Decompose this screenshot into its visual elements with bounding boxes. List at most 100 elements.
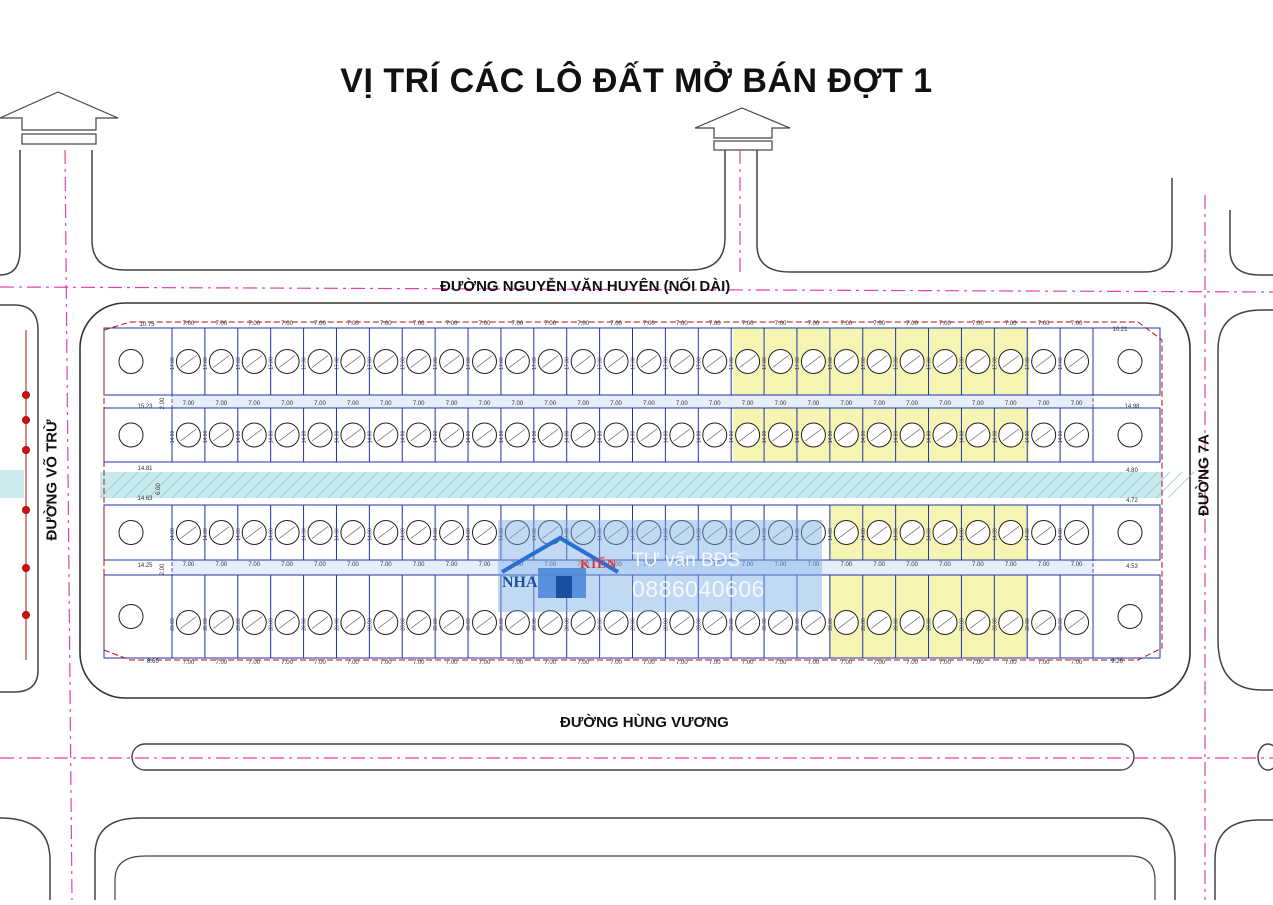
lot-marker-mark: [509, 526, 526, 539]
lot-depth-label: 14.00: [894, 528, 900, 541]
lot-width-label: 7.00: [215, 660, 227, 666]
lot-marker-mark: [509, 428, 526, 442]
lot-width-label: 7.00: [742, 562, 754, 568]
lot-marker-mark: [673, 355, 691, 368]
lot-marker-mark: [969, 616, 987, 629]
lot-width-label: 7.00: [1071, 321, 1083, 327]
lot-width-label: 7.00: [1038, 660, 1050, 666]
lot-depth-label: 14.00: [499, 528, 505, 541]
lot-depth-label: 14.00: [696, 528, 702, 541]
lot-depth-label: 14.00: [795, 431, 801, 444]
lot-depth-label: 14.00: [302, 528, 308, 541]
lot-marker-mark: [772, 616, 789, 629]
strip-hatch: [543, 471, 571, 499]
lot-marker-mark: [377, 616, 394, 629]
lot-width-label: 7.00: [577, 562, 589, 568]
lot-depth-label: 14.00: [302, 431, 308, 444]
strip-hatch: [1143, 471, 1171, 499]
lot-marker-mark: [607, 616, 625, 629]
lot-width-label: 7.00: [577, 401, 589, 407]
north-arrow-left: [0, 91, 119, 131]
lot-marker-mark: [311, 355, 329, 368]
lot-width-label: 7.00: [1071, 660, 1083, 666]
lot-marker-mark: [311, 526, 329, 539]
watermark-brand: KIẾN: [580, 556, 618, 571]
edge-dim-left: 14.63: [137, 496, 153, 502]
edge-dim-right: 14.98: [1124, 404, 1140, 410]
block-bottom: [0, 817, 51, 900]
lot-width-label: 7.00: [281, 321, 293, 327]
lot-depth-label: 14.00: [565, 528, 571, 541]
strip-hatch: [879, 471, 907, 499]
lot-marker-mark: [903, 355, 921, 368]
lot-width-label: 7.00: [610, 401, 622, 407]
lot-width-label: 7.00: [314, 660, 326, 666]
lot-width-label: 7.00: [939, 660, 951, 666]
lot-width-label: 7.00: [479, 401, 491, 407]
edge-dim-left: 14.81: [137, 466, 153, 472]
strip-hatch: [759, 471, 787, 499]
strip-hatch: [1059, 471, 1087, 499]
strip-hatch: [579, 471, 607, 499]
lot-marker-mark: [476, 526, 493, 539]
median-hung-vuong: [131, 743, 1135, 771]
lot-depth-label: 14.00: [959, 528, 965, 541]
lot-depth-label: 20.00: [367, 618, 373, 631]
edge-dim-bottom-right: 9.26: [1111, 659, 1123, 665]
lot-width-label: 7.00: [808, 321, 820, 327]
lot-marker-mark: [311, 428, 329, 442]
lot-depth-label: 17.00: [992, 357, 998, 370]
lot-marker-mark: [936, 355, 954, 368]
strip-hatch: [339, 471, 367, 499]
strip-hatch: [771, 471, 799, 499]
lot-marker-mark: [344, 428, 362, 442]
lot-width-label: 7.00: [380, 660, 392, 666]
lot-depth-label: 14.00: [663, 431, 669, 444]
strip-hatch: [651, 471, 679, 499]
road-edge-top-right-block: [756, 150, 1173, 273]
lot-width-label: 7.00: [413, 401, 425, 407]
lot-marker-mark: [443, 428, 460, 442]
strip-hatch: [387, 471, 415, 499]
lot-depth-label: 20.00: [170, 618, 176, 631]
map-title: VỊ TRÍ CÁC LÔ ĐẤT MỞ BÁN ĐỢT 1: [340, 62, 933, 100]
lot-depth-label: 20.00: [729, 618, 735, 631]
strip-hatch: [891, 471, 919, 499]
strip-hatch: [531, 471, 559, 499]
strip-hatch: [747, 471, 775, 499]
lot-depth-label: 17.00: [400, 357, 406, 370]
lot-marker: [1117, 520, 1143, 545]
edge-dim-left: 15.23: [137, 404, 153, 410]
lot-marker-mark: [706, 355, 723, 368]
lot-depth-label: 20.00: [334, 618, 340, 631]
lot-marker-mark: [903, 526, 921, 539]
lot-marker-mark: [739, 526, 756, 539]
corner-lot-right-2: [1092, 504, 1161, 561]
corner-lot-left-0: [103, 327, 173, 396]
north-arrow-right: [694, 107, 791, 139]
strip-hatch: [735, 471, 763, 499]
lot-width-label: 7.00: [183, 562, 195, 568]
lot-depth-label: 20.00: [631, 618, 637, 631]
lot-marker-mark: [542, 616, 559, 629]
lot-depth-label: 14.00: [334, 431, 340, 444]
strip-hatch: [699, 471, 727, 499]
lot-depth-label: 20.00: [959, 618, 965, 631]
lot-depth-label: 17.00: [598, 357, 604, 370]
strip-hatch: [963, 471, 991, 499]
road-label-vo-tru: ĐƯỜNG VÕ TRỪ: [43, 419, 61, 541]
alley-1: [171, 559, 1094, 576]
lot-width-label: 7.00: [840, 660, 852, 666]
lot-marker-mark: [246, 355, 263, 368]
lot-depth-label: 14.00: [927, 528, 933, 541]
lot-marker-mark: [443, 355, 460, 368]
road-label-7a: ĐƯỜNG 7A: [1195, 434, 1213, 516]
lot-depth-label: 14.00: [433, 431, 439, 444]
strip-hatch: [303, 471, 331, 499]
lot-width-label: 7.00: [1038, 562, 1050, 568]
lot-depth-label: 17.00: [861, 357, 867, 370]
alley-width-label: 2.00: [160, 563, 166, 575]
lot-marker-mark: [1035, 616, 1052, 629]
lot-marker-mark: [871, 428, 888, 442]
